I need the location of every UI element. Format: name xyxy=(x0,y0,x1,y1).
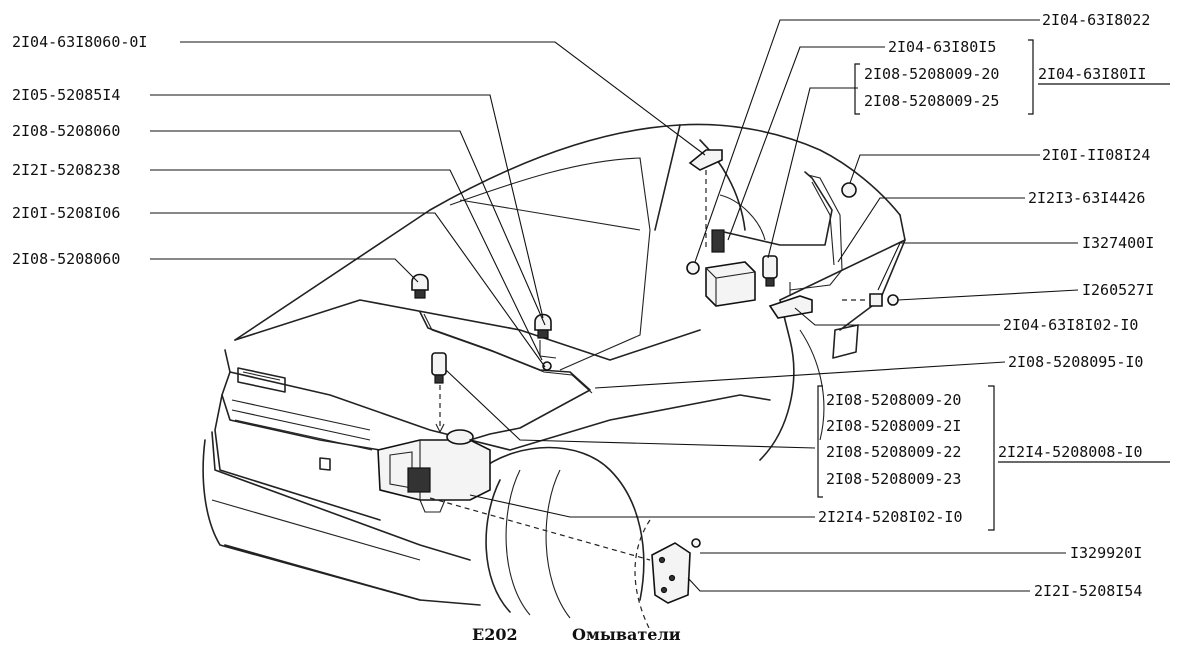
label-right-5: I260527I xyxy=(1082,281,1154,299)
label-right-6: 2I04-63I8I02-I0 xyxy=(1003,316,1138,334)
label-left-2: 2I08-5208060 xyxy=(12,122,120,140)
group-top-assembly: 2I04-63I80II xyxy=(1038,65,1146,83)
washer-parts xyxy=(377,149,899,604)
caption-title: Омыватели xyxy=(572,625,681,644)
label-right-7: 2I08-5208095-I0 xyxy=(1008,353,1143,371)
hood-jet-right xyxy=(534,313,557,359)
group-top-item-1: 2I08-5208009-25 xyxy=(864,92,999,110)
group-top-bracket xyxy=(854,63,860,115)
label-left-0: 2I04-63I8060-0I xyxy=(12,33,147,51)
group-top-item-0: 2I08-5208009-20 xyxy=(864,65,999,83)
label-left-1: 2I05-52085I4 xyxy=(12,86,120,104)
label-right-8: 2I2I4-5208I02-I0 xyxy=(818,508,963,526)
label-right-10: 2I2I-5208I54 xyxy=(1034,582,1142,600)
car-body xyxy=(202,123,906,631)
reservoir-bracket xyxy=(651,538,701,604)
group-top-bracket-right xyxy=(1028,39,1034,115)
front-washer-reservoir xyxy=(377,429,491,513)
label-left-4: 2I0I-5208I06 xyxy=(12,204,120,222)
label-right-2: 2I0I-II08I24 xyxy=(1042,146,1150,164)
hood-jet-left xyxy=(411,273,429,299)
group-mid-assembly: 2I2I4-5208008-I0 xyxy=(998,443,1143,461)
front-washer-pump xyxy=(431,352,447,434)
caption-code: E202 xyxy=(472,625,518,644)
label-right-4: I327400I xyxy=(1082,234,1154,252)
group-mid-bracket xyxy=(817,385,823,498)
label-left-5: 2I08-5208060 xyxy=(12,250,120,268)
rear-washer-reservoir xyxy=(686,229,756,307)
label-right-0: 2I04-63I8022 xyxy=(1042,11,1150,29)
rear-jet xyxy=(688,149,723,250)
leader-lines xyxy=(150,19,1079,592)
label-right-1: 2I04-63I80I5 xyxy=(888,38,996,56)
group-mid-item-0: 2I08-5208009-20 xyxy=(826,391,961,409)
label-right-9: I329920I xyxy=(1070,544,1142,562)
rear-washer-pump xyxy=(762,255,778,287)
group-mid-bracket-right xyxy=(988,385,995,531)
group-mid-item-3: 2I08-5208009-23 xyxy=(826,470,961,488)
group-mid-item-2: 2I08-5208009-22 xyxy=(826,443,961,461)
label-right-3: 2I2I3-63I4426 xyxy=(1028,189,1145,207)
label-left-3: 2I2I-5208238 xyxy=(12,161,120,179)
group-mid-item-1: 2I08-5208009-2I xyxy=(826,417,961,435)
